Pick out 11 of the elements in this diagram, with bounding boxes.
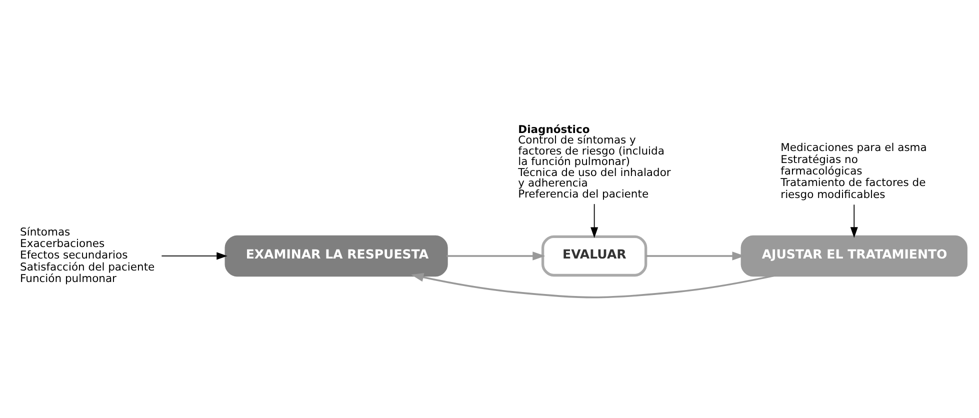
node-text: Medicaciones para el asma Estratégias no farmacológicas Tratamiento de factores de riesgo modificables xyxy=(780,140,927,200)
node-text: Diagnóstico Control de síntomas y factores de riesgo (incluida la función pulmonar) Técnica de uso del inhalador y adherencia Preferencia del paciente xyxy=(518,122,671,200)
arrow xyxy=(411,272,776,298)
arrow xyxy=(446,251,546,260)
node-box: AJUSTAR EL TRATAMIENTO xyxy=(740,234,968,276)
node-box: EVALUAR xyxy=(541,234,648,276)
arrow xyxy=(590,203,598,238)
node-box: EXAMINAR LA RESPUESTA xyxy=(224,234,448,276)
node-text: Síntomas Exacerbaciones Efectos secundarios Satisfacción del paciente Función pulmonar xyxy=(20,224,155,285)
arrow xyxy=(850,204,858,238)
arrow xyxy=(161,252,228,260)
